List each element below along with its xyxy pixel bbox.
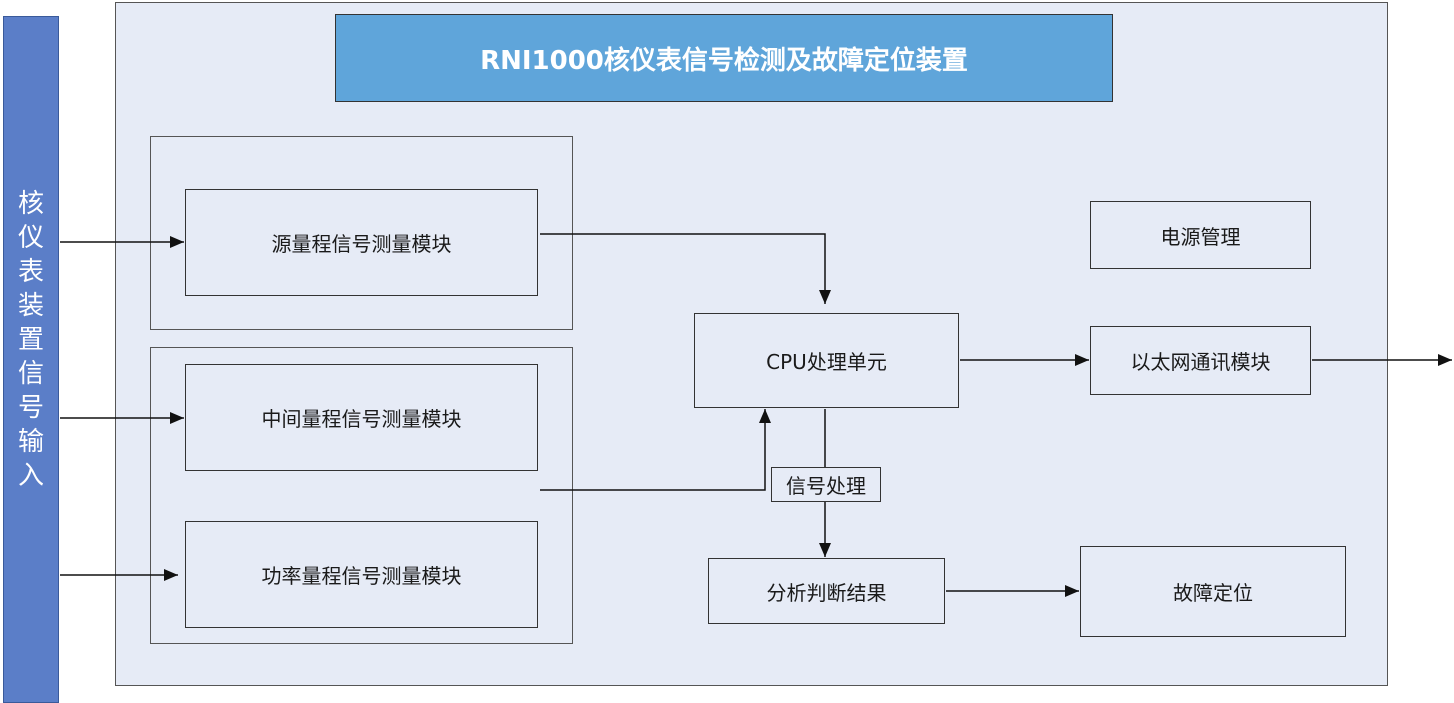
- signal-processing-label: 信号处理: [771, 467, 881, 502]
- source-to-cpu-arrow: [540, 233, 831, 304]
- intermediate-range-module: 中间量程信号测量模块: [185, 364, 538, 471]
- power-management: 电源管理: [1090, 201, 1311, 269]
- signal-input-bar: 核仪表装置信号输入: [3, 16, 59, 703]
- source-range-module: 源量程信号测量模块: [185, 189, 538, 296]
- cpu-unit: CPU处理单元: [694, 313, 959, 408]
- power-range-module: 功率量程信号测量模块: [185, 521, 538, 628]
- source-range-group: [150, 136, 573, 330]
- device-title: RNI1000核仪表信号检测及故障定位装置: [335, 14, 1113, 102]
- ethernet-module: 以太网通讯模块: [1090, 326, 1311, 395]
- analysis-result: 分析判断结果: [708, 558, 945, 624]
- signal-input-label: 核仪表装置信号输入: [17, 188, 44, 491]
- inter-power-range-group: [150, 347, 573, 644]
- modules-to-cpu-arrow: [540, 409, 771, 491]
- fault-location: 故障定位: [1080, 546, 1346, 637]
